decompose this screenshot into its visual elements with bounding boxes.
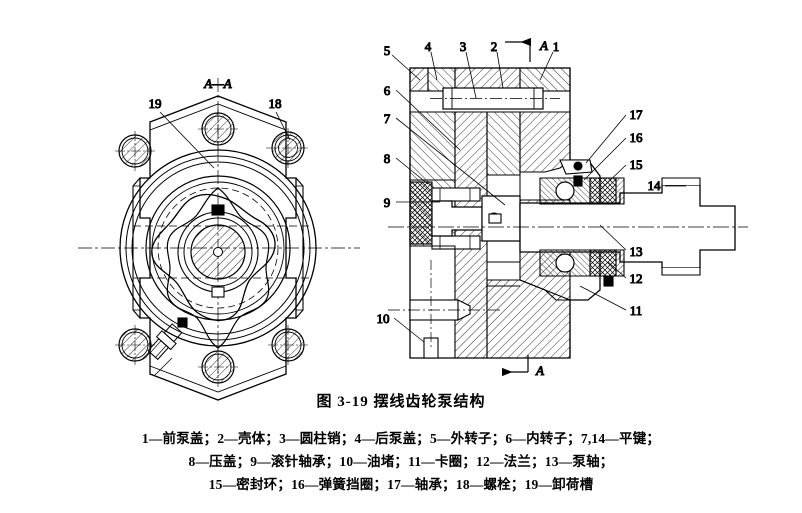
section-arrow-label-bottom: A: [535, 363, 544, 378]
rear-cover-body-section: [409, 111, 456, 181]
right-view-leaders: [391, 51, 686, 343]
inner-rotor-profile: [151, 193, 276, 322]
callout-1: 1: [553, 39, 560, 54]
section-label-A-A: A—A: [203, 76, 232, 91]
internal-passages: [410, 245, 521, 301]
pump-housing-outline: [139, 95, 297, 401]
callout-19: 19: [149, 96, 162, 111]
callout-6: 6: [384, 83, 391, 98]
callout-9: 9: [384, 195, 391, 210]
bolt-hole-group: [115, 109, 310, 387]
bolt-hole: [198, 109, 238, 149]
bolt-hole: [268, 325, 308, 365]
figure-title: 图 3-19 摆线齿轮泵结构: [316, 394, 486, 410]
bolt-hole: [266, 128, 310, 168]
left-view-leaders: [159, 111, 291, 169]
callout-3: 3: [460, 39, 467, 54]
callout-18: 18: [269, 96, 282, 111]
shaft-center-hole: [213, 247, 223, 257]
legend-line-2: 8—压盖；9—滚针轴承；10—油堵；11—卡圈；12—法兰；13—泵轴；: [188, 454, 614, 469]
port-passage-hidden-lines: [133, 225, 310, 279]
callout-13: 13: [630, 244, 643, 259]
side-port-lug-left: [132, 177, 141, 319]
rotor-chamber-upper: [486, 111, 521, 176]
housing-bevel-top: [149, 103, 287, 131]
section-arrow-label-top: A: [539, 38, 548, 53]
front-cover-body-upper: [519, 111, 571, 173]
callout-11: 11: [630, 303, 643, 318]
keyway-bottom: [211, 286, 225, 298]
callout-15: 15: [630, 157, 643, 172]
callout-17: 17: [630, 107, 644, 122]
drain-plug-detail: [147, 317, 188, 376]
bolt-hole: [115, 131, 155, 171]
key-7: [488, 212, 502, 224]
side-port-lug-right: [295, 177, 304, 319]
callout-4: 4: [425, 39, 432, 54]
callout-12: 12: [630, 271, 643, 286]
bolt-hole: [198, 347, 238, 387]
legend-line-3: 15—密封环；16—弹簧挡圈；17—轴承；18—螺栓；19—卸荷槽: [208, 477, 594, 492]
section-arrow-bottom: A: [501, 355, 545, 379]
key-14: [661, 177, 701, 276]
inner-rotor-hub-inner: [183, 217, 253, 287]
seal-ring-15: [589, 177, 617, 277]
callout-2: 2: [491, 39, 498, 54]
callout-5: 5: [384, 43, 391, 58]
left-front-view: A—A 19 18: [78, 76, 360, 401]
housing-bore-circle-inner: [125, 155, 311, 341]
callout-10: 10: [377, 311, 390, 326]
relief-groove-arc: [157, 187, 279, 309]
cylindrical-pin-3: [430, 87, 560, 110]
right-cross-section-view: A A: [376, 38, 748, 379]
callout-16: 16: [630, 130, 644, 145]
callout-14: 14: [648, 178, 662, 193]
cover-circle: [131, 161, 305, 335]
gland-cover-8: [409, 181, 433, 245]
section-arrow-top: A: [505, 38, 549, 62]
legend-line-1: 1—前泵盖；2—壳体；3—圆柱销；4—后泵盖；5—外转子；6—内转子；7,14—…: [141, 431, 661, 446]
flange-12: [603, 177, 625, 287]
callout-8: 8: [384, 151, 391, 166]
housing-bore-circle: [119, 149, 317, 347]
bolt-hole: [115, 325, 155, 365]
keyway-top: [211, 204, 225, 216]
housing-bevel-bottom: [149, 365, 287, 393]
callout-7: 7: [384, 111, 391, 126]
